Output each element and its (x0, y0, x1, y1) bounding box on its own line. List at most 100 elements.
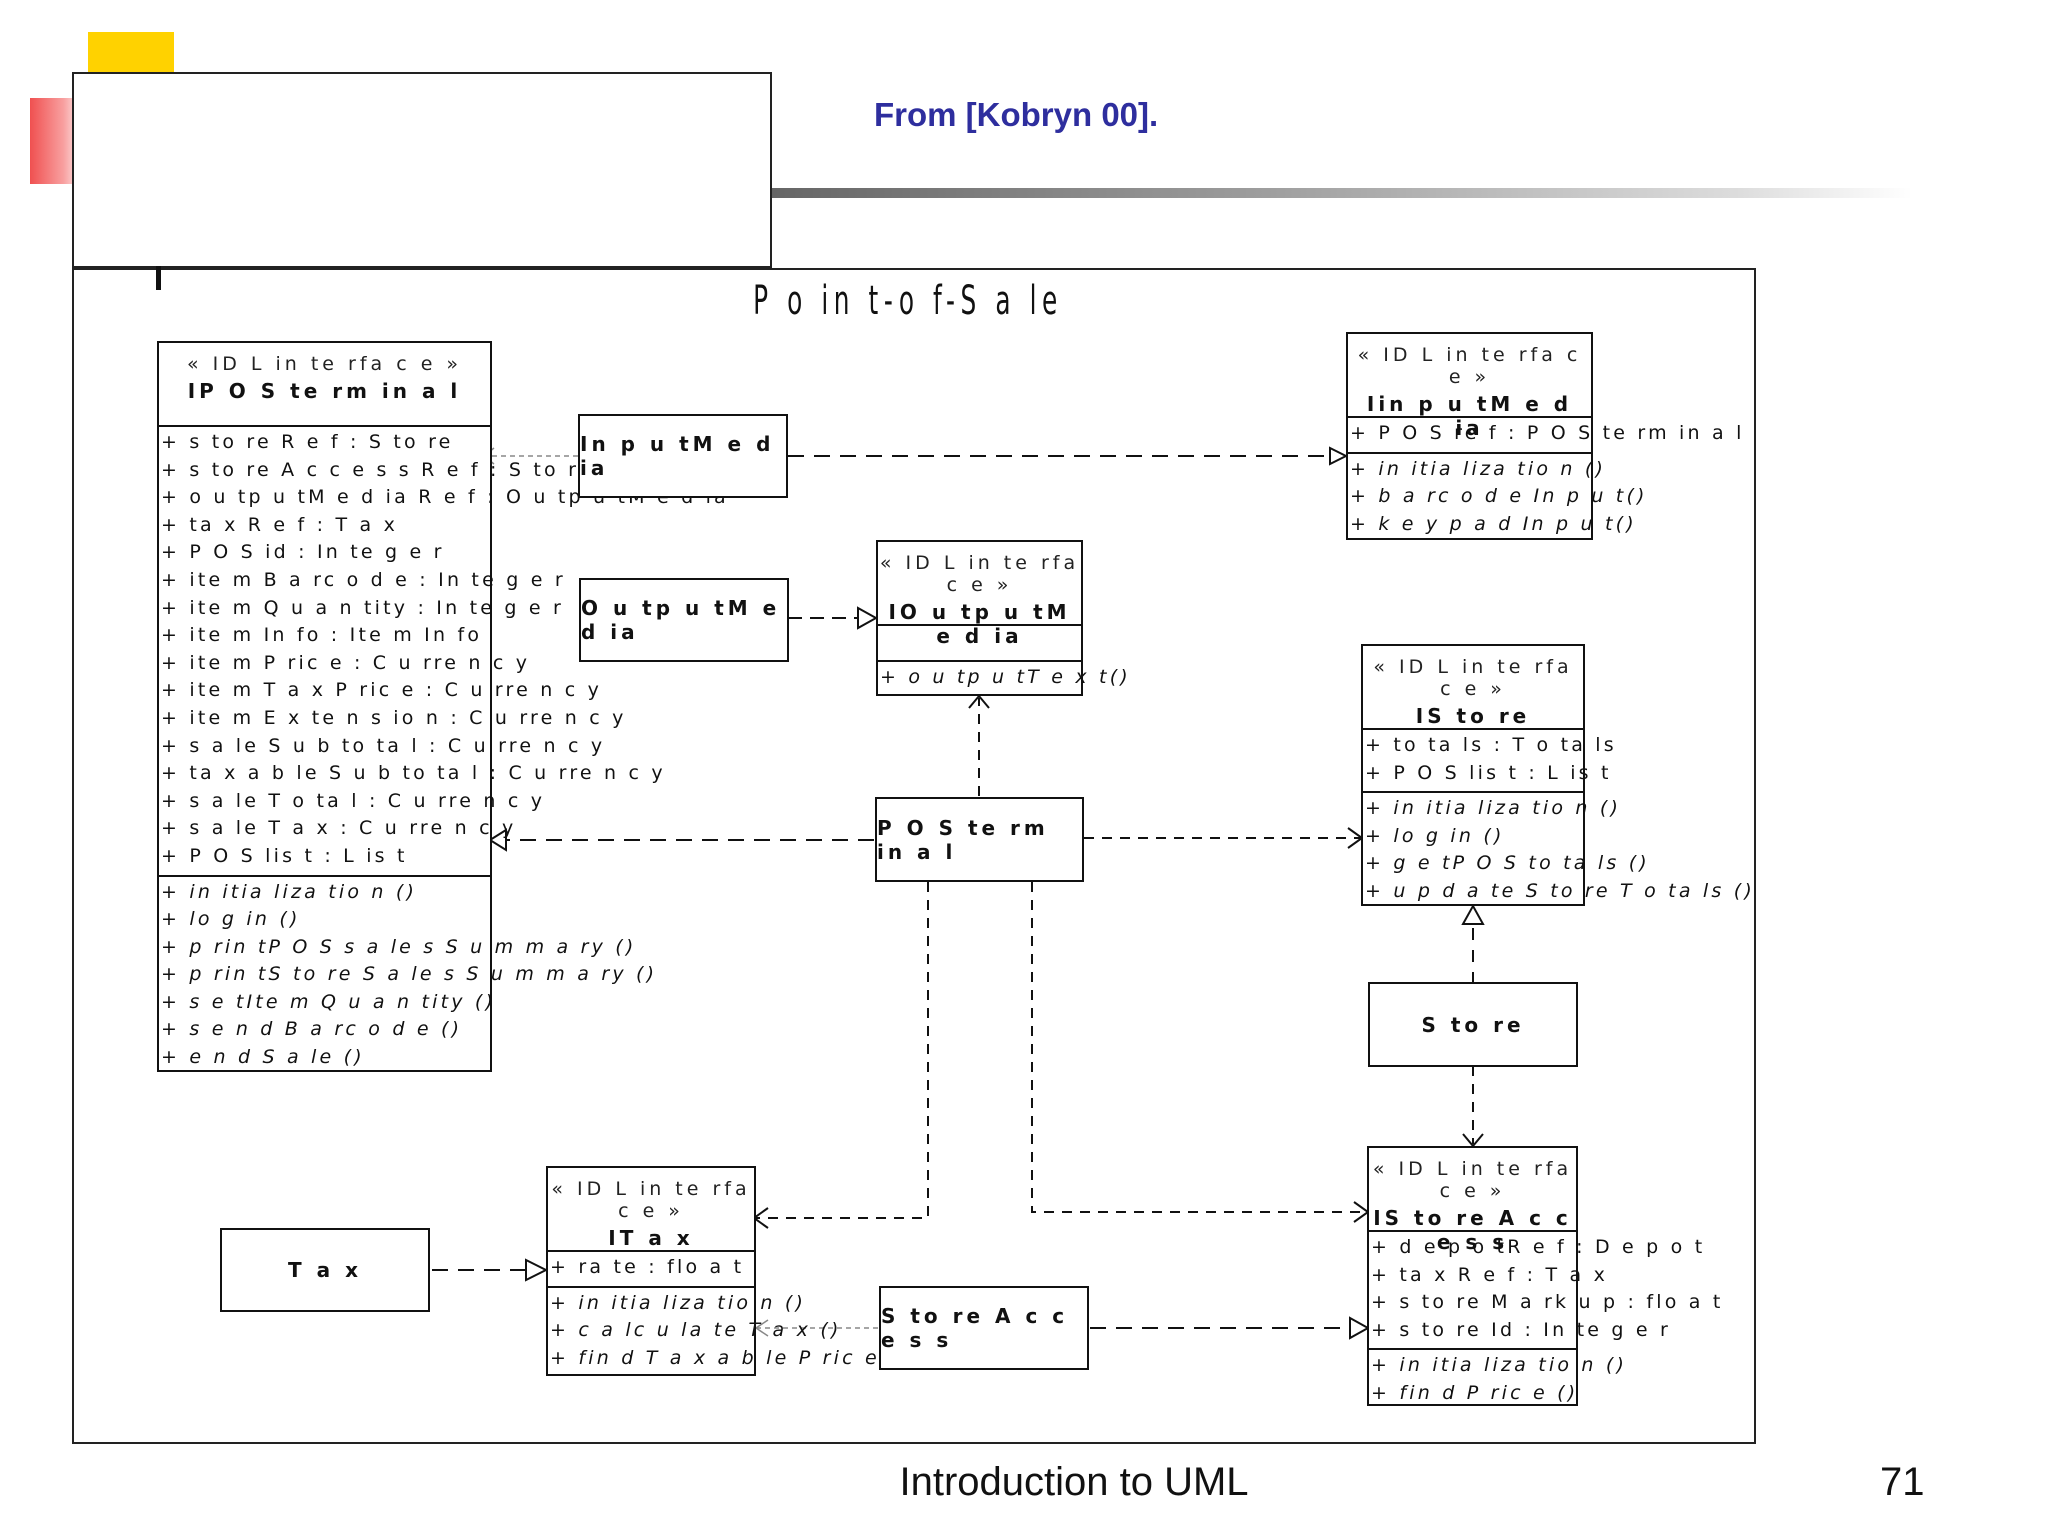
class-header: « ID L in te rfa c e » IS to re (1363, 646, 1583, 730)
arrowhead-iposterminal (488, 828, 507, 852)
arrowhead-posterminal-up (968, 694, 990, 709)
diagram-frame (72, 268, 1756, 1444)
component-store-access: S to re A c c e s s (879, 1286, 1089, 1370)
class-itax: « ID L in te rfa c e » IT a x + ra te : … (546, 1166, 911, 1377)
class-ioutputmedia: « ID L in te rfa c e » IO u tp u tM e d … (876, 540, 1131, 696)
stereotype-label: « ID L in te rfa c e » (551, 1178, 751, 1222)
class-name: IS to re (1415, 704, 1531, 728)
operation: + k e y p a d In p u t() (1350, 512, 1637, 535)
arrowhead-storeaccess-istoreaccess (1349, 1316, 1371, 1340)
stereotype-label: « ID L in te rfa c e » (1357, 344, 1582, 388)
operation: + in itia liza tio n () (1371, 1354, 1628, 1377)
class-istore: « ID L in te rfa c e » IS to re + to ta … (1361, 644, 1755, 906)
component-tax: T a x (220, 1228, 430, 1312)
attribute: + P O S lis t : L is t (161, 844, 408, 867)
class-name: Iin p u tM e d ia (1366, 392, 1573, 440)
attribute: + ite m B a rc o d e : In te g e r (161, 568, 566, 591)
operation: + fin d P ric e () (1371, 1381, 1579, 1404)
operation: + b a rc o d e In p u t() (1350, 485, 1648, 508)
operation-section: + o u tp u tT e x t() (878, 662, 1131, 696)
attribute-section: + to ta ls : T o ta ls + P O S lis t : L… (1363, 730, 1617, 794)
operation: + fin d T a x a b le P ric e () (550, 1346, 911, 1369)
connector-posterminal-itax (756, 882, 929, 1219)
operation: + in itia liza tio n () (161, 880, 418, 903)
operation: + in itia liza tio n () (1350, 457, 1607, 480)
attribute: + P O S lis t : L is t (1365, 761, 1612, 784)
class-header: « ID L in te rfa c e » IS to re A c c e … (1369, 1148, 1576, 1254)
attribute: + s a le T o ta l : C u rre n c y (161, 789, 546, 812)
class-header: « ID L in te rfa c e » Iin p u tM e d ia (1348, 334, 1591, 440)
component-input-media: In p u tM e d ia (578, 414, 788, 498)
page-number: 71 (1880, 1460, 1925, 1504)
operation-section: + in itia liza tio n () + c a lc u la te… (548, 1288, 911, 1377)
diagram-title: P o in t-o f-S a le (753, 278, 1063, 324)
operation: + in itia liza tio n () (1365, 797, 1622, 820)
operation: + c a lc u la te T a x () (550, 1319, 842, 1342)
attribute-section: + P O S re f : P O S te rm in a l (1348, 418, 1745, 454)
attribute: + ta x R e f : T a x (1371, 1263, 1609, 1286)
arrowhead-iinputmedia (1329, 446, 1349, 466)
operation-section: + in itia liza tio n () + fin d P ric e … (1369, 1350, 1628, 1411)
attribute: + s a le T a x : C u rre n c y (161, 817, 517, 840)
operation: + s e tIte m Q u a n tity () (161, 990, 497, 1013)
attribute: + P O S re f : P O S te rm in a l (1350, 422, 1745, 444)
arrowhead-ioutputmedia (857, 606, 879, 630)
stereotype-label: « ID L in te rfa c e » (186, 353, 463, 375)
operation: + lo g in () (1365, 824, 1505, 847)
class-name: IO u tp u tM e d ia (888, 600, 1071, 648)
attribute-section: + ra te : flo a t (548, 1252, 754, 1288)
attribute: + P O S id : In te g e r (161, 541, 445, 564)
attribute: + d e p o tR e f : D e p o t (1371, 1236, 1706, 1258)
attribute: + ite m E x te n s io n : C u rre n c y (161, 706, 627, 729)
component-output-media: O u tp u tM e d ia (579, 578, 789, 662)
class-header: « ID L in te rfa c e » IP O S te rm in a… (159, 343, 490, 427)
class-header: « ID L in te rfa c e » IT a x (548, 1168, 754, 1252)
attribute: + ta x a b le S u b to ta l : C u rre n … (161, 762, 666, 785)
operation: + g e tP O S to ta ls () (1365, 852, 1650, 875)
component-store: S to re (1368, 982, 1578, 1067)
attribute-section: + s to re R e f : S to re + s to re A c … (159, 427, 734, 877)
class-iposterminal: « ID L in te rfa c e » IP O S te rm in a… (157, 341, 734, 1072)
class-name: IS to re A c c e s s (1373, 1206, 1572, 1254)
frame-tick-mark (156, 266, 161, 290)
attribute: + s to re Id : In te g e r (1371, 1318, 1671, 1341)
operation: + e n d S a le () (161, 1046, 365, 1069)
operation: + lo g in () (161, 908, 301, 931)
stereotype-label: « ID L in te rfa c e » (879, 552, 1080, 596)
class-iinputmedia: « ID L in te rfa c e » Iin p u tM e d ia… (1346, 332, 1745, 543)
attribute: + ra te : flo a t (550, 1256, 745, 1278)
attribute: + s to re M a rk u p : flo a t (1371, 1291, 1724, 1314)
operation-section: + in itia liza tio n () + lo g in () + p… (159, 877, 658, 1076)
slide-title-box (72, 72, 772, 268)
class-istoreaccess: « ID L in te rfa c e » IS to re A c c e … (1367, 1146, 1724, 1406)
attribute: + ta x R e f : T a x (161, 513, 399, 536)
citation-text: From [Kobryn 00]. (874, 96, 1159, 133)
attribute: + ite m Q u a n tity : In te g e r (161, 596, 565, 619)
class-name: IP O S te rm in a l (187, 379, 462, 403)
class-header: « ID L in te rfa c e » IO u tp u tM e d … (878, 542, 1081, 648)
attribute: + s a le S u b to ta l : C u rre n c y (161, 734, 606, 757)
attribute: + s to re A c c e s s R e f : S to re A … (161, 458, 734, 481)
attribute: + o u tp u tM e d ia R e f : O u tp u tM… (161, 486, 729, 509)
attribute: + ite m P ric e : C u rre n c y (161, 651, 531, 674)
component-pos-terminal: P O S te rm in a l (875, 797, 1084, 882)
connector-posterminal-istoreaccess (1031, 882, 1366, 1213)
operation: + u p d a te S to re T o ta ls () (1365, 879, 1755, 902)
stereotype-label: « ID L in te rfa c e » (1372, 1158, 1573, 1202)
operation: + p rin tP O S s a le s S u m m a ry () (161, 935, 637, 958)
operation: + p rin tS to re S a le s S u m m a ry (… (161, 963, 658, 986)
arrowhead-store-istore (1461, 903, 1485, 925)
attribute: + ite m In fo : Ite m In fo (161, 624, 483, 647)
operation: + in itia liza tio n () (550, 1291, 807, 1314)
attribute: + to ta ls : T o ta ls (1365, 734, 1617, 756)
slide-footer: Introduction to UML (899, 1460, 1249, 1504)
operation: + o u tp u tT e x t() (880, 666, 1131, 688)
class-name: IT a x (608, 1226, 694, 1250)
attribute: + ite m T a x P ric e : C u rre n c y (161, 679, 603, 702)
arrowhead-tax-itax (525, 1258, 549, 1282)
operation-section: + in itia liza tio n () + b a rc o d e I… (1348, 454, 1648, 543)
attribute-section: + d e p o tR e f : D e p o t + ta x R e … (1369, 1232, 1724, 1351)
operation: + s e n d B a rc o d e () (161, 1018, 463, 1041)
arrowhead-storeaccess-itax (754, 1319, 769, 1337)
title-divider-line (772, 188, 1912, 198)
